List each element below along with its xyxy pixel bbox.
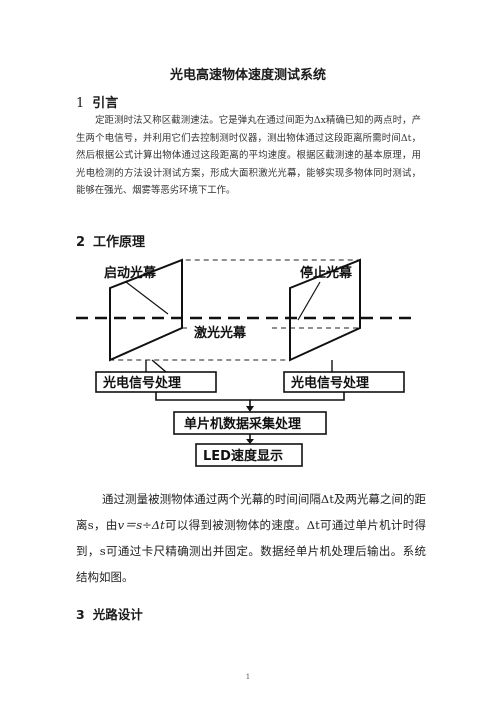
section-2-text-post: 可以得到被测物体的速度。Δt可通过单片机计时得到，s可通过卡尺精确测出并固定。数…	[76, 518, 426, 584]
section-2-number: 2	[76, 235, 86, 250]
section-1-text: 定距测时法又称区截测速法。它是弹丸在通过间距为Δx精确已知的两点时，产生两个电信…	[76, 115, 421, 197]
signal-processing-label-left: 光电信号处理	[102, 375, 181, 391]
section-1-paragraph: 定距测时法又称区截测速法。它是弹丸在通过间距为Δx精确已知的两点时，产生两个电信…	[76, 112, 421, 200]
laser-screen-label: 激光光幕	[194, 325, 247, 341]
section-2-text-pre: 通过测量被测物体通过两个光幕的时间间隔Δt及两光幕之间的距离s，由	[76, 492, 426, 532]
led-display-label: LED速度显示	[203, 448, 283, 464]
section-2-paragraph: 通过测量被测物体通过两个光幕的时间间隔Δt及两光幕之间的距离s，由v＝s÷Δt可…	[76, 486, 426, 590]
stop-screen-label: 停止光幕	[300, 265, 353, 281]
section-1-number: 1	[76, 96, 85, 111]
section-1-heading: 1 引言	[76, 92, 118, 111]
velocity-formula: v＝s÷Δt	[117, 518, 165, 532]
section-3-heading: 3 光路设计	[76, 604, 143, 623]
start-screen-panel	[109, 258, 183, 362]
section-3-number: 3	[76, 607, 85, 622]
section-2-heading: 2 工作原理	[76, 231, 145, 250]
start-screen-label: 启动光幕	[104, 265, 157, 281]
page-title: 光电高速物体速度测试系统	[169, 68, 326, 83]
mcu-processing-label: 单片机数据采集处理	[184, 416, 301, 432]
signal-processing-label-right: 光电信号处理	[290, 375, 369, 391]
system-structure-diagram: 启动光幕 停止光幕 激光光幕 光电信号处理 光电信号处理 单片机数据采集处理 L…	[76, 258, 416, 467]
section-3-title: 光路设计	[92, 607, 143, 622]
section-2-title: 工作原理	[93, 235, 146, 250]
section-1-title: 引言	[92, 96, 119, 111]
led-display-box	[195, 443, 303, 467]
page-number: 1	[245, 673, 251, 681]
